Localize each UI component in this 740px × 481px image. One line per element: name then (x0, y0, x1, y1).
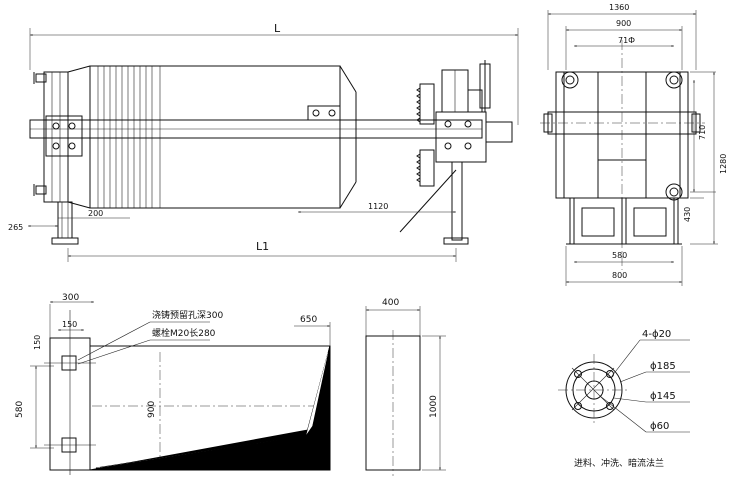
corner-flanges (561, 71, 683, 201)
dim-300: 300 (62, 293, 79, 303)
filter-plates (97, 66, 161, 208)
end-view: 1360 900 71Ф (540, 3, 728, 286)
dim-200: 200 (88, 209, 103, 218)
dim-1000: 1000 (429, 395, 439, 418)
dim-710-top: 71Ф (618, 36, 635, 45)
flange-145: ϕ145 (650, 391, 676, 402)
flange-caption: 进料、冲洗、暗流法兰 (574, 457, 664, 469)
note-bolt: 螺栓M20长280 (152, 327, 216, 339)
dim-150-v: 150 (33, 335, 42, 350)
gear (416, 83, 435, 187)
note-anchor-hole: 浇铸预留孔深300 (152, 309, 223, 321)
dim-L1: L1 (256, 240, 269, 253)
flange-holes: 4-ϕ20 (642, 329, 671, 340)
dim-900-fd: 900 (147, 401, 157, 418)
flange-60: ϕ60 (650, 421, 669, 432)
dim-265: 265 (8, 223, 23, 232)
flange-detail: 4-ϕ20 ϕ185 ϕ145 ϕ60 进料、冲洗、暗流法兰 (558, 329, 690, 469)
dim-900-top: 900 (616, 19, 631, 28)
dim-1280: 1280 (719, 154, 728, 174)
dim-1120: 1120 (368, 202, 388, 211)
flange-185: ϕ185 (650, 361, 676, 372)
dim-650: 650 (300, 315, 317, 325)
dim-580-fd: 580 (15, 401, 25, 418)
dim-710-side: 710 (698, 125, 707, 140)
foundation-plan: 300 150 150 580 900 650 浇铸预留孔深300 螺栓M (15, 293, 331, 475)
dim-1360: 1360 (609, 3, 629, 12)
front-view: L (8, 22, 519, 262)
dim-580-end: 580 (612, 251, 627, 260)
dim-L: L (274, 22, 281, 35)
dim-400: 400 (382, 298, 399, 308)
foundation-side: 400 1000 (365, 298, 446, 476)
dim-430: 430 (683, 207, 692, 222)
dim-150-h: 150 (62, 320, 77, 329)
dim-800: 800 (612, 271, 627, 280)
